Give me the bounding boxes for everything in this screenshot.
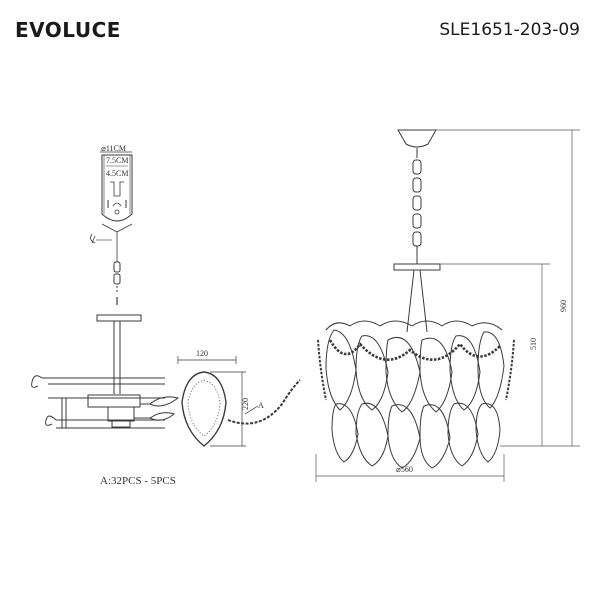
model-number: SLE1651-203-09	[439, 20, 580, 40]
canopy-height-inner-label: 4.5CM	[106, 169, 128, 178]
total-height-label: 960	[559, 300, 568, 312]
canopy-diameter-label: ⌀11CM	[101, 144, 126, 153]
crystal-part-label: A	[258, 401, 264, 410]
crystal-width-label: 120	[196, 349, 208, 358]
canopy-height-outer-label: 7.5CM	[106, 156, 128, 165]
diameter-label: ⌀560	[396, 465, 413, 474]
crystal-height-label: 220	[241, 398, 250, 410]
body-height-label: 510	[529, 338, 538, 350]
crystal-detail: 120 220 A	[177, 349, 301, 447]
canopy-detail: ⌀11CM 7.5CM 4.5CM	[90, 144, 133, 244]
chandelier-elevation	[317, 129, 515, 469]
brand-name: EVOLUCE	[15, 18, 121, 42]
dimension-lines	[315, 129, 580, 482]
crystal-count-label: A:32PCS - 5PCS	[100, 475, 176, 487]
exploded-fixture	[31, 232, 180, 429]
